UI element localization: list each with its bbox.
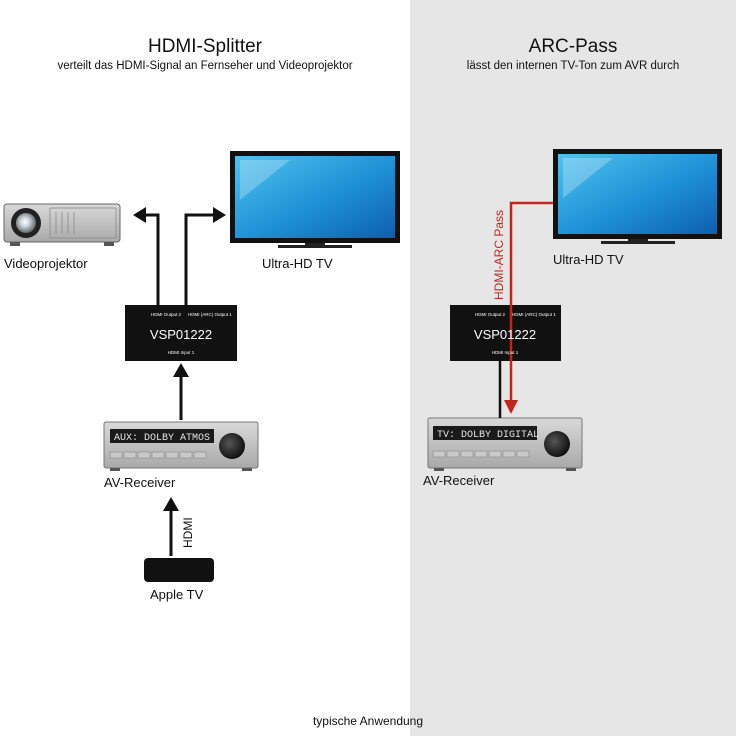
apple-tv-label: Apple TV: [150, 587, 204, 602]
arrow-appletv-to-receiver: [163, 497, 179, 556]
splitter-box-left: [125, 305, 237, 361]
splitter-right-model: VSP01222: [474, 327, 536, 342]
receiver-right-display: TV: DOLBY DIGITAL: [437, 430, 539, 441]
av-receiver-right: [427, 417, 583, 471]
tv-left-label: Ultra-HD TV: [262, 256, 333, 271]
splitter-left-output1: HDMI (ARC) Output 1: [188, 312, 232, 317]
splitter-left-output2: HDMI Output 2: [151, 312, 182, 317]
left-panel: [0, 0, 410, 736]
arc-signal-arrow: [504, 201, 553, 414]
receiver-left-display: AUX: DOLBY ATMOS: [114, 433, 210, 444]
splitter-box-right: [450, 305, 561, 361]
tv-right-label: Ultra-HD TV: [553, 252, 624, 267]
apple-tv-icon: [144, 558, 214, 582]
tv-icon-right: [553, 149, 722, 244]
right-panel: [410, 0, 736, 736]
av-receiver-left: [103, 421, 259, 471]
arrow-receiver-to-splitter: [173, 363, 189, 420]
splitter-left-model: VSP01222: [150, 327, 212, 342]
splitter-right-output2: HDMI Output 2: [475, 312, 506, 317]
projector-icon: [3, 203, 121, 246]
arrow-to-tv-left: [184, 207, 226, 305]
hdmi-cable-label: HDMI: [181, 517, 195, 548]
left-subtitle: verteilt das HDMI-Signal an Fernseher un…: [57, 60, 353, 72]
caption: typische Anwendung: [312, 714, 424, 728]
right-subtitle: lässt den internen TV-Ton zum AVR durch: [466, 60, 680, 72]
left-title: HDMI-Splitter: [147, 36, 262, 57]
splitter-left-input: HDMI Input 1: [168, 350, 195, 355]
receiver-left-label: AV-Receiver: [104, 475, 176, 490]
splitter-right-input: HDMI Input 1: [492, 350, 519, 355]
projector-label: Videoprojektor: [4, 256, 88, 271]
arrow-to-projector: [133, 207, 160, 305]
receiver-right-label: AV-Receiver: [423, 473, 495, 488]
splitter-right-output1: HDMI (ARC) Output 1: [512, 312, 556, 317]
tv-icon-left: [230, 151, 400, 248]
right-title: ARC-Pass: [528, 36, 618, 57]
arc-pass-label: HDMI-ARC Pass: [492, 210, 506, 300]
